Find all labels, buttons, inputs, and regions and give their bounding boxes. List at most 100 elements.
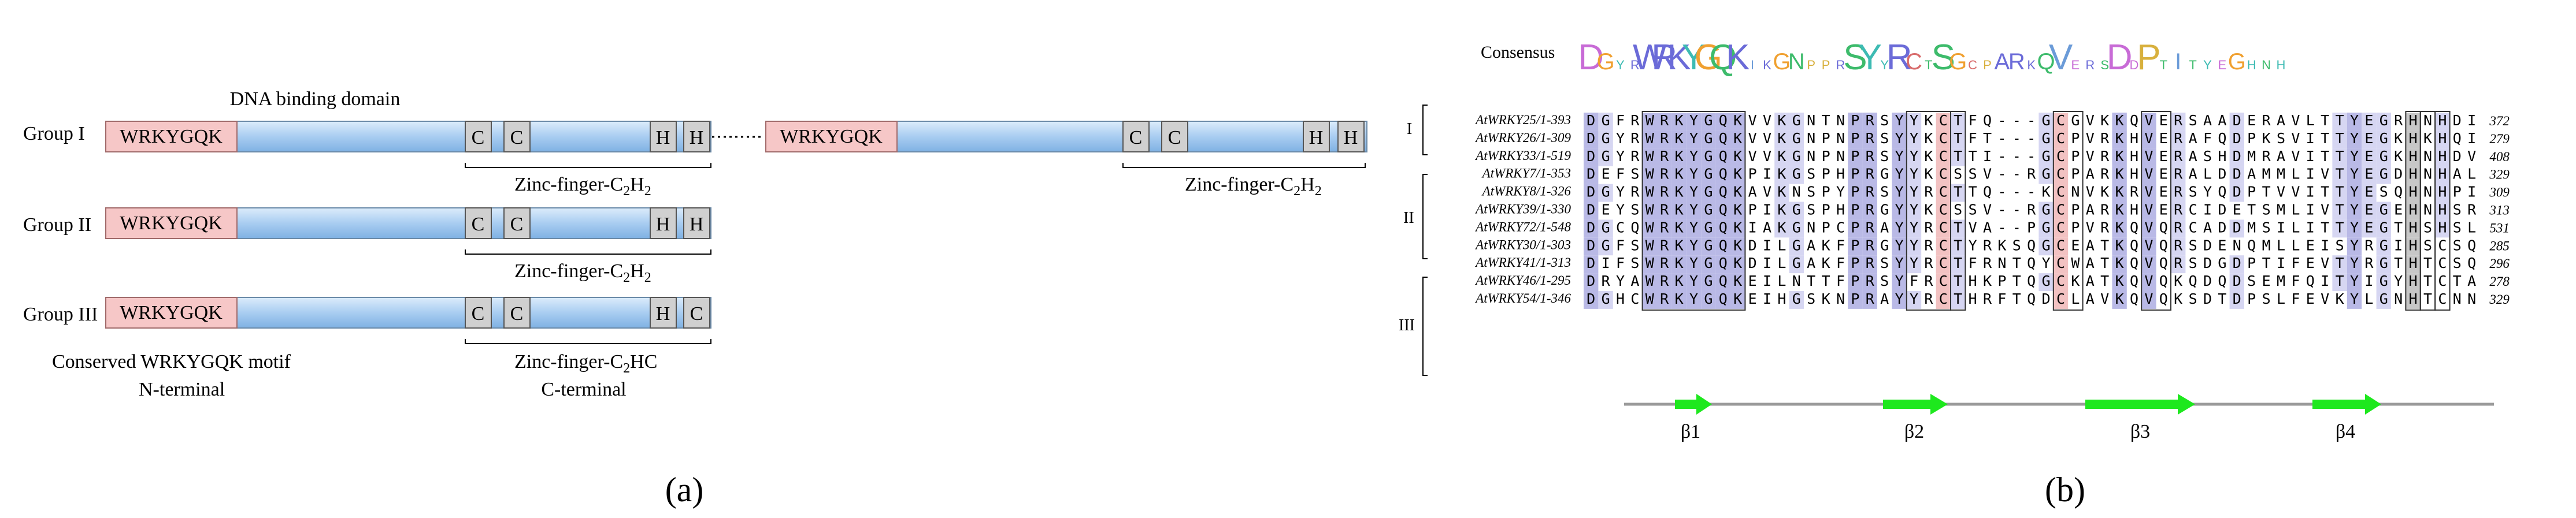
group-2-label: Group II xyxy=(23,214,91,236)
residue-shade xyxy=(1715,255,1730,274)
residue: D xyxy=(1587,148,1595,165)
residue-shade xyxy=(1951,130,1966,148)
residue-shade xyxy=(1642,202,1657,220)
residue: S xyxy=(2453,219,2462,236)
group-2-cell-3 xyxy=(650,207,677,239)
residue-shade xyxy=(2229,113,2244,131)
residue: V xyxy=(2100,290,2109,307)
residue: K xyxy=(1675,290,1684,307)
conserved-column-box xyxy=(2434,111,2451,311)
residue: Y xyxy=(1689,112,1698,129)
residue-shade xyxy=(2141,273,2156,291)
residue: G xyxy=(1704,166,1713,182)
residue-shade xyxy=(1642,291,1657,309)
residue: T xyxy=(2100,273,2109,289)
residue: V xyxy=(2291,184,2300,200)
residue: E xyxy=(2364,148,2373,165)
residue: A xyxy=(2189,130,2197,147)
residue-shade xyxy=(2171,148,2186,166)
group-2-cell-4 xyxy=(683,207,710,239)
residue: V xyxy=(2144,148,2153,165)
residue: N xyxy=(1792,184,1801,200)
residue: K xyxy=(1777,112,1786,129)
residue: T xyxy=(2336,148,2344,165)
residue: R xyxy=(2100,130,2110,147)
residue: M xyxy=(2247,219,2256,236)
residue-shade xyxy=(1906,202,1922,220)
residue: A xyxy=(1807,237,1815,254)
residue-shade xyxy=(1951,237,1966,256)
consensus-letter: R xyxy=(1836,58,1845,72)
residue: K xyxy=(2100,184,2109,200)
residue: L xyxy=(2291,237,2300,254)
residue: I xyxy=(1602,255,1610,271)
group-2-zinc-label: Zinc-finger-C2H2 xyxy=(514,260,651,285)
residue: T xyxy=(2394,219,2403,236)
residue: K xyxy=(2115,184,2124,200)
residue-shade xyxy=(2332,184,2347,202)
residue: - xyxy=(2027,148,2036,165)
group-1-cell-1 xyxy=(465,121,492,152)
residue-shade xyxy=(1730,202,1745,220)
residue: A xyxy=(1807,255,1815,271)
residue: R xyxy=(1866,273,1875,289)
residue: Y xyxy=(1689,166,1698,182)
residue-shade xyxy=(2112,166,2127,184)
bracket-group-2 xyxy=(1422,174,1428,259)
residue: Y xyxy=(1895,273,1904,289)
residue: A xyxy=(1880,219,1889,236)
residue: Y xyxy=(1616,148,1625,165)
residue: S xyxy=(1969,166,1977,182)
residue: A xyxy=(2086,166,2095,182)
residue: A xyxy=(2453,166,2462,182)
residue: K xyxy=(1675,237,1684,254)
residue: R xyxy=(1660,273,1669,289)
residue-shade xyxy=(1951,148,1966,166)
residue-shade xyxy=(2376,202,2391,220)
residue: T xyxy=(1822,273,1830,289)
residue-shade xyxy=(1671,148,1687,166)
residue: K xyxy=(1733,290,1742,307)
residue-shade xyxy=(1906,113,1922,131)
residue: F xyxy=(1969,130,1977,147)
residue-shade xyxy=(1715,184,1730,202)
residue: R xyxy=(1866,112,1875,129)
residue: V xyxy=(2144,184,2153,200)
residue-shade xyxy=(2347,148,2362,166)
residue: T xyxy=(1983,130,1992,147)
residue: G xyxy=(2379,290,2388,307)
residue-shade xyxy=(1686,202,1702,220)
residue: T xyxy=(1969,148,1977,165)
residue: P xyxy=(1851,255,1859,271)
residue: H xyxy=(2130,202,2138,218)
residue: T xyxy=(2423,290,2432,307)
residue: H xyxy=(2438,219,2447,236)
beta-strands xyxy=(1675,394,2381,415)
residue: S xyxy=(2189,255,2197,271)
residue: Y xyxy=(1910,166,1918,182)
residue: T xyxy=(2453,273,2462,289)
residue: A xyxy=(2218,112,2226,129)
group-1-second-cell-1-text: C xyxy=(1129,127,1143,148)
residue: I xyxy=(1763,237,1771,254)
residue: R xyxy=(1660,290,1669,307)
consensus-letter: P xyxy=(1822,58,1830,72)
residue: E xyxy=(2364,184,2373,200)
residue: G xyxy=(1792,166,1801,182)
residue: E xyxy=(2306,255,2315,271)
residue-shade xyxy=(2347,237,2362,256)
residue-shade xyxy=(2171,237,2186,256)
residue: C xyxy=(2189,202,2197,218)
residue: T xyxy=(2321,184,2329,200)
residue: C xyxy=(2438,273,2447,289)
residue: F xyxy=(1969,112,1977,129)
consensus-letter: G xyxy=(1773,49,1791,74)
group-1-cell-3 xyxy=(650,121,677,152)
consensus-letter: E xyxy=(2218,58,2227,72)
residue: A xyxy=(2247,166,2256,182)
residue: C xyxy=(2438,237,2447,254)
group-2-motif-box xyxy=(105,207,238,239)
residue: I xyxy=(2467,130,2476,147)
residue-shade xyxy=(2053,202,2069,220)
